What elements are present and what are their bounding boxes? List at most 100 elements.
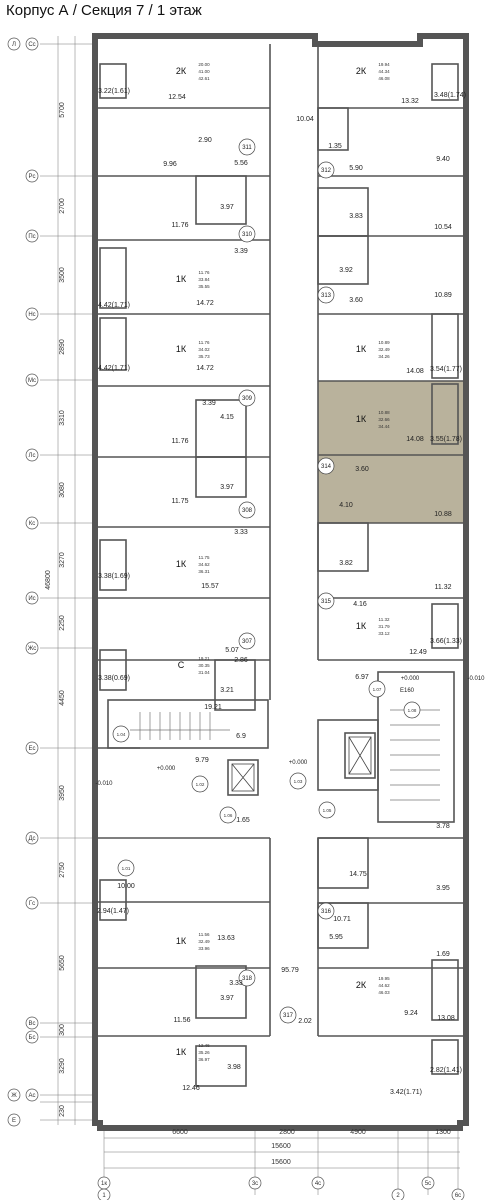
room-area: 14.72 bbox=[196, 365, 214, 372]
page-title: Корпус А / Секция 7 / 1 этаж bbox=[6, 2, 202, 19]
room-area: 4.15 bbox=[220, 414, 234, 421]
room-area: 3.82 bbox=[339, 560, 353, 567]
apartment-area: 35.55 bbox=[198, 284, 210, 289]
dimension-label: 3500 bbox=[59, 267, 66, 283]
room-area: 3.97 bbox=[220, 484, 234, 491]
level-mark: +0.000 bbox=[401, 676, 420, 682]
exterior-walls bbox=[92, 33, 469, 1131]
axis-circle bbox=[25, 448, 39, 462]
axis-label: Нс bbox=[28, 312, 35, 318]
apartment-area: 33.12 bbox=[378, 631, 390, 636]
apartment-area: 11.76 bbox=[199, 340, 210, 345]
corridor-number: 311 bbox=[242, 145, 252, 151]
room-area: 3.97 bbox=[220, 995, 234, 1002]
room-area: 3.95 bbox=[436, 885, 450, 892]
axis-circle bbox=[25, 37, 39, 51]
axis-circle bbox=[391, 1188, 405, 1200]
room-area: 3.21 bbox=[220, 687, 234, 694]
axis-circle bbox=[451, 1188, 465, 1200]
room-area: 3.98 bbox=[227, 1064, 241, 1071]
axis-label: Гс bbox=[29, 901, 35, 907]
axis-circle bbox=[25, 373, 39, 387]
apartment-area: 46.08 bbox=[378, 76, 390, 81]
room-area: 1.69 bbox=[436, 951, 450, 958]
dimension-label: 4450 bbox=[59, 690, 66, 706]
corridor-number-circles bbox=[238, 138, 335, 1024]
dimension-label: 15600 bbox=[271, 1159, 291, 1166]
room-area: 9.40 bbox=[436, 156, 450, 163]
room-area: 3.55(1.78) bbox=[430, 436, 462, 443]
axis-label: Е bbox=[12, 1118, 16, 1124]
room-area: 3.92 bbox=[339, 267, 353, 274]
axis-label: Жс bbox=[28, 646, 37, 652]
dimension-label: 5650 bbox=[59, 955, 66, 971]
apartment-type: 1К bbox=[176, 559, 187, 569]
room-area: 5.95 bbox=[329, 934, 343, 941]
room-area: 3.38(0.69) bbox=[98, 675, 130, 682]
axis-circle bbox=[25, 1088, 39, 1102]
room-code: 1.01 bbox=[122, 866, 131, 871]
axis-circle bbox=[25, 641, 39, 655]
room-area: 11.32 bbox=[435, 584, 452, 591]
axis-circle bbox=[7, 37, 21, 51]
room-area: 3.83 bbox=[349, 213, 363, 220]
apartment-area: 12.46 bbox=[198, 1043, 210, 1048]
corridor-number: 307 bbox=[242, 639, 253, 645]
room-area: 1.65 bbox=[236, 817, 250, 824]
apartment-area: 44.62 bbox=[378, 983, 390, 988]
dimension-label: 2700 bbox=[59, 198, 66, 214]
corridor-number: 315 bbox=[321, 599, 332, 605]
apartment-area: 46.03 bbox=[378, 990, 390, 995]
apartment-area: 10.89 bbox=[378, 340, 390, 345]
corridor-number: 314 bbox=[321, 464, 332, 470]
room-code: 1.04 bbox=[117, 732, 126, 737]
dimension-label: 3270 bbox=[59, 552, 66, 568]
room-area: 3.66(1.33) bbox=[430, 638, 462, 645]
apartment-area: 34.26 bbox=[378, 354, 390, 359]
corridor-number: 317 bbox=[283, 1013, 294, 1019]
room-area: 15.57 bbox=[201, 583, 219, 590]
room-area: 11.76 bbox=[172, 438, 189, 445]
apartment-type: 1К bbox=[356, 414, 367, 424]
room-area: 13.63 bbox=[217, 935, 235, 942]
axis-label: Кс bbox=[29, 521, 36, 527]
axis-label: Дс bbox=[28, 836, 35, 842]
dimension-label: 3080 bbox=[59, 482, 66, 498]
apartment-area: 34.44 bbox=[378, 424, 390, 429]
axis-circle bbox=[25, 516, 39, 530]
room-area: 95.79 bbox=[281, 967, 299, 974]
apartment-area: 41.00 bbox=[198, 69, 210, 74]
axis-label: 6с bbox=[455, 1193, 461, 1199]
dimension-label: 2250 bbox=[59, 615, 66, 631]
apartment-type: С bbox=[178, 660, 185, 670]
room-code-circles bbox=[112, 680, 421, 877]
dimension-label: 6600 bbox=[172, 1129, 188, 1136]
room-area: 9.24 bbox=[404, 1010, 418, 1017]
room-area: 3.38(1.69) bbox=[98, 573, 130, 580]
apartment-area: 35.73 bbox=[198, 354, 210, 359]
room-area: 3.33 bbox=[234, 529, 248, 536]
axis-label: Ис bbox=[28, 596, 35, 602]
room-area: 3.48(1.74) bbox=[434, 92, 466, 99]
apartment-area: 33.96 bbox=[198, 946, 210, 951]
room-area: 3.39 bbox=[234, 248, 248, 255]
axis-label: Вс bbox=[28, 1021, 35, 1027]
corridor-number: 312 bbox=[321, 168, 332, 174]
dimension-label: 4900 bbox=[350, 1129, 366, 1136]
room-area: 12.49 bbox=[409, 649, 427, 656]
room-area: 19.21 bbox=[204, 704, 222, 711]
room-area: 10.54 bbox=[434, 224, 452, 231]
e160-label: E160 bbox=[400, 688, 415, 694]
corridor-number: 310 bbox=[242, 232, 253, 238]
elevator-shafts bbox=[231, 736, 372, 792]
room-area: 11.75 bbox=[172, 498, 189, 505]
room-area: 9.96 bbox=[163, 161, 177, 168]
level-mark: +0.000 bbox=[289, 760, 308, 766]
room-area: 4.16 bbox=[353, 601, 367, 608]
room-code: 1.02 bbox=[196, 782, 205, 787]
apartment-area: 32.66 bbox=[378, 417, 390, 422]
apartment-type: 2К bbox=[356, 66, 367, 76]
axis-circle bbox=[7, 1113, 21, 1127]
room-area: 6.9 bbox=[236, 733, 246, 740]
apartment-area: 36.31 bbox=[198, 569, 210, 574]
